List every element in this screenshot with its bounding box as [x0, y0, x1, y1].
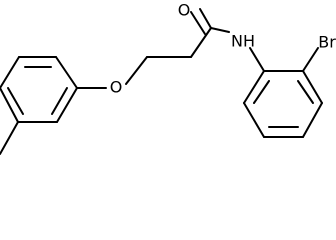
- methylphenyl-ring: [0, 56, 78, 123]
- amide-nh-label: NH: [231, 32, 255, 51]
- bromine-label: Br: [318, 33, 336, 52]
- bromophenyl-ring: [243, 70, 323, 138]
- bromo-bond: [302, 47, 319, 72]
- methyl-bond: [0, 121, 19, 155]
- propanamide-chain: [76, 8, 230, 89]
- carbonyl-oxygen-label: O: [178, 1, 191, 20]
- ether-oxygen-label: O: [110, 78, 123, 97]
- molecular-structure-diagram: O NH Br O: [0, 1, 336, 155]
- amide-to-ring-bond: [249, 47, 265, 72]
